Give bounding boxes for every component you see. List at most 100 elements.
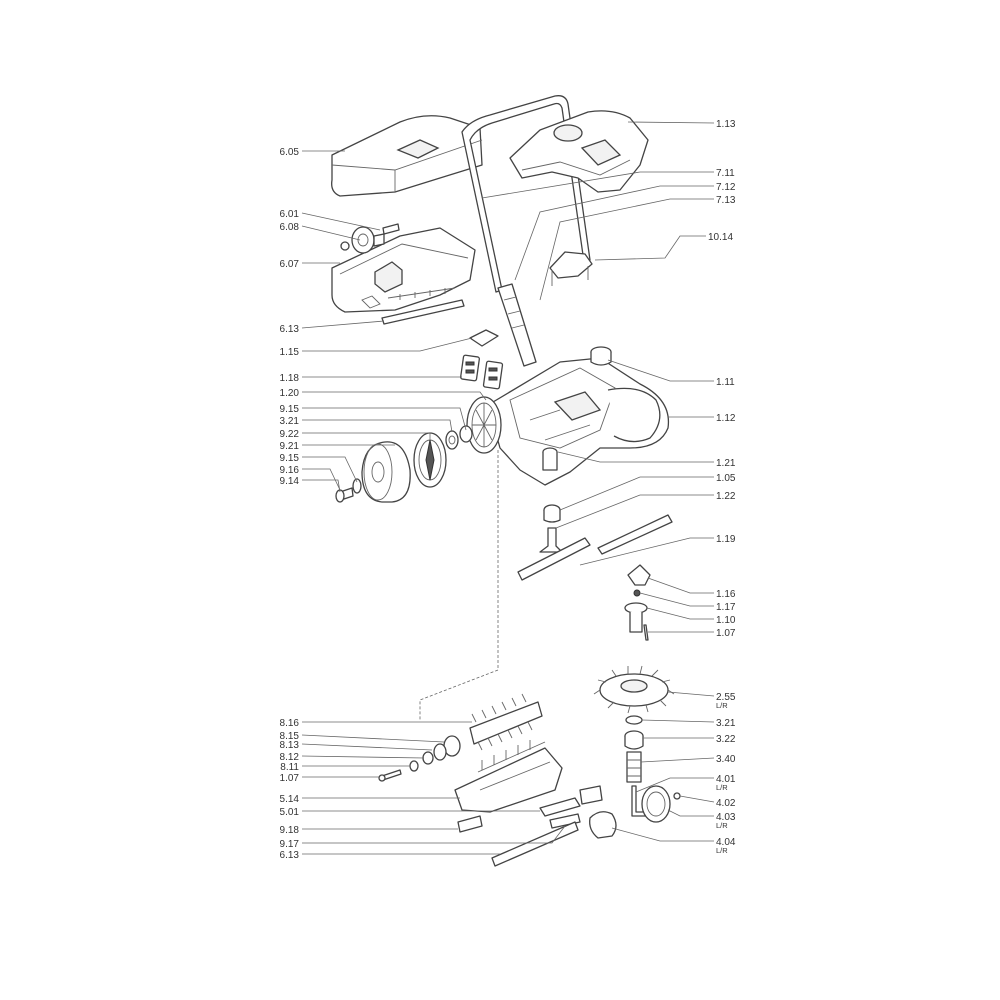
callout-6-07: 6.07 bbox=[280, 259, 340, 270]
callout-leader-line bbox=[641, 719, 715, 723]
height-adjust-knob bbox=[590, 346, 612, 366]
callout-6-13a: 6.13 bbox=[280, 320, 385, 335]
callout-label: 6.01 bbox=[280, 209, 300, 220]
callout-label: 4.04 bbox=[716, 837, 736, 848]
callout-leader-line bbox=[301, 225, 361, 241]
callout-leader-line bbox=[647, 577, 714, 594]
callout-label: 1.12 bbox=[716, 413, 736, 424]
callout-7-13: 7.13 bbox=[539, 195, 736, 301]
callout-label: 8.16 bbox=[280, 718, 300, 729]
callout-1-10: 1.10 bbox=[646, 607, 736, 626]
callout-sublabel: L/R bbox=[716, 783, 728, 792]
callout-leader-line bbox=[302, 479, 341, 493]
callout-9-15b: 9.15 bbox=[280, 453, 358, 483]
callout-5-14: 5.14 bbox=[280, 794, 460, 805]
callout-sublabel: L/R bbox=[716, 821, 728, 830]
callout-3-21a: 3.21 bbox=[280, 416, 453, 433]
callout-9-16: 9.16 bbox=[280, 465, 341, 491]
callout-4-01: 4.01L/R bbox=[635, 774, 736, 793]
handle-clip bbox=[549, 251, 593, 286]
callout-8-15: 8.15 bbox=[280, 731, 445, 743]
callout-label: 6.05 bbox=[280, 147, 300, 158]
castor-parts bbox=[539, 447, 563, 553]
callout-leader-line bbox=[594, 235, 706, 261]
callout-9-18: 9.18 bbox=[280, 825, 458, 836]
callout-6-05: 6.05 bbox=[280, 147, 345, 158]
callout-leader-line bbox=[635, 777, 714, 793]
callout-9-15a: 9.15 bbox=[280, 404, 467, 431]
callout-layer: 1.13 6.05 7.11 7.12 7.13 6.01 6.08 10.14 6.07 6.1… bbox=[280, 119, 736, 861]
callout-10-14: 10.14 bbox=[594, 232, 733, 261]
hopper-pivot-parts bbox=[340, 223, 400, 254]
callout-label: 4.01 bbox=[716, 774, 736, 785]
callout-label: 1.16 bbox=[716, 589, 736, 600]
callout-label: 1.13 bbox=[716, 119, 736, 130]
callout-label: 5.14 bbox=[280, 794, 300, 805]
callout-label: 9.15 bbox=[280, 404, 300, 415]
rubber-strip-upper bbox=[381, 299, 465, 325]
callout-label: 9.17 bbox=[280, 839, 300, 850]
callout-label: 8.13 bbox=[280, 740, 300, 751]
callout-leader-line bbox=[302, 432, 431, 440]
callout-9-21: 9.21 bbox=[280, 441, 395, 452]
callout-leader-line bbox=[579, 537, 714, 566]
callout-label: 7.12 bbox=[716, 182, 736, 193]
callout-leader-line bbox=[667, 809, 714, 817]
callout-7-12: 7.12 bbox=[514, 182, 736, 281]
callout-label: 1.07 bbox=[716, 628, 736, 639]
side-skids bbox=[517, 514, 673, 581]
callout-label: 1.05 bbox=[716, 473, 736, 484]
callout-label: 9.18 bbox=[280, 825, 300, 836]
callout-sublabel: L/R bbox=[716, 846, 728, 855]
callout-label: 5.01 bbox=[280, 807, 300, 818]
callout-8-16: 8.16 bbox=[280, 718, 472, 729]
callout-leader-line bbox=[302, 407, 467, 431]
callout-3-22: 3.22 bbox=[643, 734, 736, 745]
callout-label: 1.19 bbox=[716, 534, 736, 545]
callout-7-11: 7.11 bbox=[481, 168, 735, 199]
callout-1-16: 1.16 bbox=[647, 577, 736, 600]
callout-leader-line bbox=[607, 359, 714, 382]
callout-leader-line bbox=[302, 468, 341, 491]
callout-1-22: 1.22 bbox=[555, 491, 736, 529]
callout-label: 3.40 bbox=[716, 754, 736, 765]
side-brush bbox=[593, 665, 675, 714]
callout-9-17: 9.17 bbox=[280, 825, 566, 850]
callout-leader-line bbox=[301, 320, 385, 329]
callout-label: 6.08 bbox=[280, 222, 300, 233]
callout-leader-line bbox=[640, 757, 715, 763]
handle-cover bbox=[509, 110, 649, 193]
callout-label: 3.21 bbox=[716, 718, 736, 729]
callout-leader-line bbox=[555, 494, 714, 529]
callout-label: 8.15 bbox=[280, 731, 300, 742]
callout-5-01: 5.01 bbox=[280, 807, 540, 818]
callout-leader-line bbox=[679, 795, 715, 803]
hopper-lid bbox=[331, 115, 483, 197]
callout-label: 3.22 bbox=[716, 734, 736, 745]
callout-leader-line bbox=[301, 743, 433, 751]
callout-label: 7.13 bbox=[716, 195, 736, 206]
rear-wheel bbox=[335, 441, 411, 503]
callout-leader-line bbox=[302, 456, 358, 483]
assembly-guide-line bbox=[419, 450, 499, 720]
callout-leader-line bbox=[646, 607, 714, 620]
lower-strips bbox=[457, 813, 581, 867]
brush-drive-stack bbox=[624, 715, 644, 783]
callout-label: 4.02 bbox=[716, 798, 736, 809]
callout-label: 1.07 bbox=[280, 773, 300, 784]
callout-label: 7.11 bbox=[716, 168, 735, 179]
bearing-blocks bbox=[460, 354, 504, 390]
callout-3-40: 3.40 bbox=[640, 754, 736, 765]
callout-leader-line bbox=[627, 121, 715, 124]
callout-leader-line bbox=[302, 337, 473, 352]
brush-spindle bbox=[624, 564, 651, 641]
callout-leader-line bbox=[302, 825, 566, 844]
callout-6-13b: 6.13 bbox=[280, 850, 500, 861]
callout-1-19: 1.19 bbox=[579, 534, 736, 566]
callout-label: 1.11 bbox=[716, 377, 735, 388]
callout-leader-line bbox=[557, 451, 714, 463]
hopper-tray bbox=[331, 227, 476, 313]
callout-1-07a: 1.07 bbox=[648, 628, 736, 639]
callout-leader-line bbox=[514, 185, 714, 281]
